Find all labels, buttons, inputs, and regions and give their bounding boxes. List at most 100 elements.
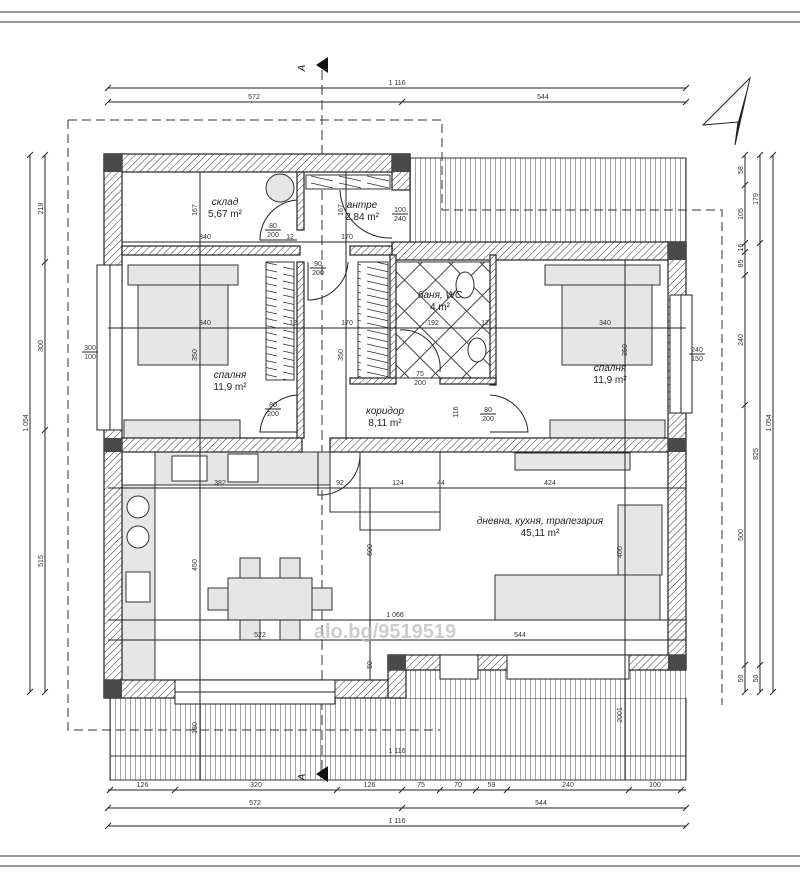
desk-left [123,419,241,439]
window-bottom-right [506,654,630,680]
dimension-tick [398,98,406,106]
bed-right [561,284,653,366]
opening-width: 300 [84,345,96,352]
dimension-tick [398,786,406,794]
interior-dimension: 12 [289,320,297,327]
dimension-segment-right: 105 [738,208,745,220]
dimension-segment-right: 85 [738,260,745,268]
interior-dimension: 180 [192,722,199,734]
dimension-tick [398,804,406,812]
opening-width: 75 [416,371,424,378]
interior-dimension: 50 [367,661,374,669]
opening-width: 90 [314,261,322,268]
room-name: спалня [214,370,247,381]
dimension-ticks [26,84,777,830]
interior-dimension: 12 [481,320,489,327]
dimension-tick [106,786,114,794]
dimension-segment-bottom: 75 [417,782,425,789]
terrace-bottom [109,697,687,781]
interior-dimension: 340 [199,320,211,327]
sheet-frame [0,11,800,867]
dimension-tick [472,786,480,794]
dimension-total-left: 1 054 [23,414,30,432]
dimension-tick [682,84,690,92]
dimension-tick [756,688,764,696]
dimension-segment-right: 240 [738,334,745,346]
sink-kitchen [171,455,208,482]
sofa [494,574,661,621]
dimension-tick [503,786,511,794]
dimension-tick [769,151,777,159]
interior-dimension: 350 [622,344,629,356]
bed-left [137,284,229,366]
dimension-tick [741,271,749,279]
opening-height: 200 [267,411,279,418]
room-name: баня, WC [418,289,463,301]
interior-dimension: 450 [192,559,199,571]
window-bottom-mid [439,654,479,680]
dimension-tick [104,98,112,106]
room-area: 5,67 m² [208,209,243,220]
dimension-tick [741,401,749,409]
dimension-bottom-right: 544 [535,800,547,807]
dimension-total-bottom: 1 116 [389,818,406,825]
opening-height: 150 [691,356,703,363]
opening-width: 80 [269,402,277,409]
opening-width: 80 [269,223,277,230]
dimension-tick [26,151,34,159]
dimension-segment-left: 300 [38,340,45,352]
north-arrow-icon [701,76,751,146]
interior-dimension: 167 [192,204,199,216]
dimension-tick [741,239,749,247]
wardrobe-left [265,261,295,381]
dimension-top-right: 544 [537,94,549,101]
room-name: склад [212,197,239,208]
opening-height: 100 [84,354,96,361]
room-area: 11,9 m² [213,382,247,393]
dimension-segment-bottom: 59 [488,782,496,789]
dimension-tick [756,661,764,669]
opening-width: 240 [691,347,703,354]
room-name: дневна, кухня, трапезария [477,516,604,527]
interior-dimension: 1 066 [386,612,404,619]
opening-height: 200 [312,270,324,277]
section-label-bottom: A [297,773,308,781]
dimension-total-top: 1 116 [389,80,406,87]
room-area: 8,11 m² [368,418,402,429]
windows [96,264,693,705]
dimension-segment-left: 515 [38,555,45,567]
room-name: спалня [594,363,627,374]
dimension-terrace: 1 116 [389,748,406,755]
opening-height: 200 [267,232,279,239]
dimension-tick [41,151,49,159]
dimension-tick [41,426,49,434]
dimension-tick [171,786,179,794]
boiler [265,173,295,203]
dimension-tick [104,804,112,812]
opening-width: 100 [394,207,406,214]
dimension-bottom-left: 572 [249,800,261,807]
wall-corners [104,154,686,698]
dimension-segment-right: 500 [738,529,745,541]
dimension-tick [625,786,633,794]
tv-unit [514,452,631,471]
interior-dimension: 350 [338,349,345,361]
wardrobe-entrance [305,174,391,190]
interior-dimension: 350 [192,349,199,361]
dimension-segment-right: 50 [738,675,745,683]
dimension-tick [682,822,690,830]
dimension-lines [29,87,774,827]
dimension-tick [682,98,690,106]
dimension-tick [756,239,764,247]
opening-height: 200 [414,380,426,387]
dimension-tick [741,181,749,189]
dimension-tick [741,688,749,696]
interior-dimension: 2001 [617,707,624,723]
dimension-tick [436,786,444,794]
room-area: 11,9 m² [593,375,627,386]
dimension-tick [741,151,749,159]
interior-dimension: 424 [544,480,556,487]
dimension-segment-right: 58 [738,166,745,174]
terrace-top-right [409,157,687,243]
section-marker-bottom [316,766,328,782]
